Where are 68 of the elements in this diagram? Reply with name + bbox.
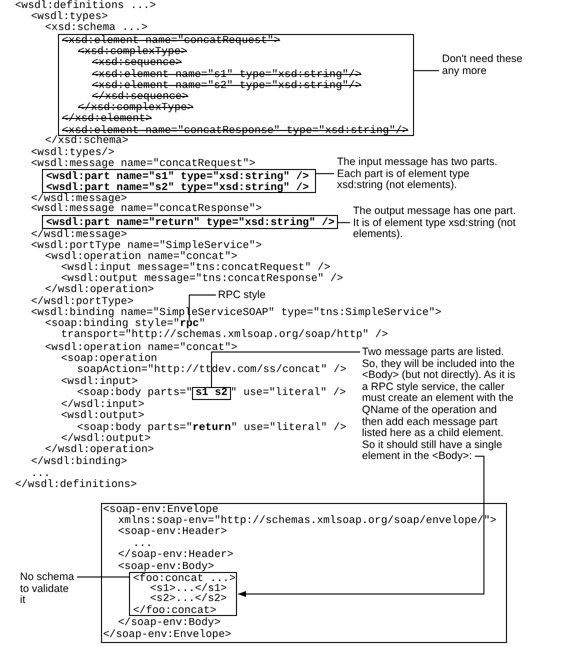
code-line: </foo:concat> — [133, 606, 216, 616]
code-line: <wsdl:operation name="concat"> — [45, 342, 238, 354]
code-line: <wsdl:message name="concatRequest"> — [31, 158, 256, 170]
code-line: <s1>...</s1> — [150, 584, 227, 594]
leader-line — [338, 222, 350, 224]
code-line: </soap-env:Body> — [118, 618, 221, 628]
code-line: </wsdl:output> — [61, 434, 151, 444]
code-word: rpc — [180, 318, 199, 330]
code-line: <wsdl:definitions ...> — [15, 0, 156, 12]
code-line: transport="http://schemas.xmlsoap.org/soap/http" /> — [61, 330, 388, 340]
code-line: </wsdl:operation> — [45, 284, 154, 296]
struck-code-line: <xsd:element name="s2" type="xsd:string"/> — [92, 80, 362, 92]
code-line: </soap-env:Header> — [118, 550, 234, 560]
code-line: " use="literal" /> — [230, 388, 346, 398]
struck-code-line: </xsd:sequence> — [92, 92, 188, 102]
leader-line — [414, 70, 440, 72]
code-line: <wsdl:input> — [61, 376, 138, 388]
code-line: </wsdl:operation> — [45, 444, 154, 456]
leader-line — [76, 576, 130, 578]
annotation-text: No schema to validate it — [20, 572, 75, 607]
code-line: <soap:binding style=" — [45, 318, 180, 330]
struck-code-line: <xsd:sequence> — [92, 58, 182, 68]
code-line: <soap:body parts="return" use="literal" /> — [77, 422, 346, 434]
code-line: ... — [133, 538, 152, 550]
code-line: </wsdl:message> — [31, 194, 128, 204]
code-line: </xsd:schema> — [45, 136, 128, 146]
leader-line — [316, 173, 334, 174]
code-line: <soap-env:Header> — [118, 526, 228, 538]
annotation-text: Don't need these any more — [442, 54, 524, 78]
annotation-text: Two message parts are listed. So, they will be included into the <Body> (but not directly). As it is a RPC style service, the caller must create an element with the QName of the operation and then add each message part listed here as a child element. So it should still have a single element in the <Body>: — [362, 347, 516, 463]
annotation-text: The output message has one part. It is of element type xsd:string (not elements). — [353, 206, 517, 241]
code-line: <s2>...</s2> — [150, 594, 227, 604]
leader-line — [211, 352, 360, 388]
code-line: <wsdl:part name="s2" type="xsd:string" /> — [46, 182, 309, 194]
struck-code-line: <xsd:complexType> — [78, 46, 188, 58]
code-line: <wsdl:types/> — [31, 148, 114, 158]
code-line: <wsdl:input message="tns:concatRequest" /> — [61, 262, 330, 274]
code-line: <wsdl:portType name="SimpleService"> — [31, 240, 262, 252]
code-line: <wsdl:part name="s1" type="xsd:string" /> — [46, 172, 309, 182]
code-line: <wsdl:output> — [61, 410, 144, 422]
code-line: <soap:body parts=" — [77, 388, 192, 398]
struck-code-line: <xsd:element name="concatResponse" type="xsd:string"/> — [62, 126, 408, 136]
struck-code-line: <xsd:element name="concatRequest"> — [62, 36, 280, 46]
code-line: <wsdl:message name="concatResponse"> — [31, 204, 262, 214]
code-line: <foo:concat ...> — [133, 574, 236, 584]
code-line: </wsdl:message> — [31, 230, 128, 240]
code-line: <wsdl:operation name="concat"> — [45, 252, 238, 262]
code-line: <wsdl:output message="tns:concatResponse" /> — [61, 274, 344, 284]
code-line: <xsd:schema ...> — [45, 22, 148, 34]
code-line: </wsdl:binding> — [31, 456, 128, 468]
code-line: ... — [31, 468, 50, 480]
code-line: </soap-env:Envelope> — [103, 630, 232, 640]
code-line: </wsdl:portType> — [31, 296, 134, 308]
code-line: <wsdl:part name="return" type="xsd:string" /> — [46, 218, 335, 228]
annotation-text: RPC style — [218, 290, 267, 302]
annotation-text: The input message has two parts. Each part is of element type xsd:string (not elements). — [337, 157, 498, 192]
code-line: </wsdl:input> — [61, 400, 144, 410]
code-line: <soap:operation — [61, 354, 158, 364]
code-line: <soap-env:Body> — [118, 562, 214, 572]
highlighted-code: s1 s2 — [192, 387, 231, 400]
code-line: <soap-env:Envelope — [103, 504, 218, 516]
struck-code-line: </xsd:complexType> — [78, 102, 194, 114]
code-line: " — [198, 318, 206, 330]
code-line: <wsdl:types> — [31, 12, 108, 22]
arrow — [238, 456, 484, 597]
struck-code-line: <xsd:element name="s1" type="xsd:string"/> — [92, 70, 362, 80]
struck-code-line: </xsd:element> — [62, 114, 152, 124]
code-line: </wsdl:definitions> — [15, 480, 137, 490]
